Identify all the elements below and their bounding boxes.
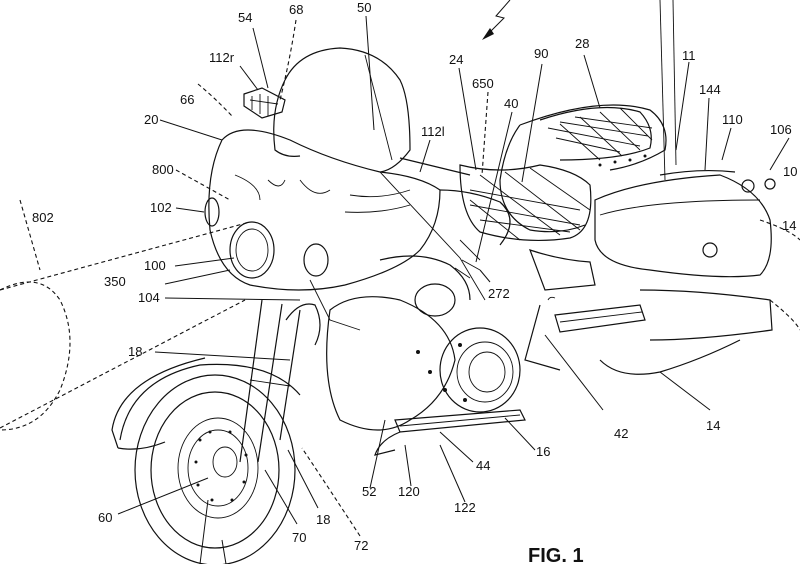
ref-24: 24: [449, 52, 463, 67]
ref-106: 106: [770, 122, 792, 137]
ref-16: 16: [536, 444, 550, 459]
ref-52: 52: [362, 484, 376, 499]
ref-112l: 112l: [421, 124, 445, 139]
ref-72: 72: [354, 538, 368, 553]
ref-42: 42: [614, 426, 628, 441]
ref-44: 44: [476, 458, 490, 473]
ref-112r: 112r: [209, 50, 235, 65]
ref-110: 110: [722, 112, 743, 127]
leader-lines: [117, 15, 790, 564]
frame-lines: [285, 0, 677, 346]
front-fork: [239, 299, 301, 463]
ref-40: 40: [504, 96, 518, 111]
ref-18-upper: 18: [128, 344, 142, 359]
ref-272: 272: [488, 286, 510, 301]
ref-68: 68: [289, 2, 303, 17]
saddlebag-and-rear: [524, 169, 800, 375]
reference-numerals: 54 68 50 112r 66 20 24 650 90 28 40 11 1…: [32, 0, 797, 553]
engine-and-tank: [309, 157, 526, 456]
ref-350: 350: [104, 274, 126, 289]
ref-650: 650: [472, 76, 494, 91]
ref-104: 104: [138, 290, 160, 305]
ref-122: 122: [454, 500, 476, 515]
ref-14-upper: 14: [782, 218, 796, 233]
ref-14-lower: 14: [706, 418, 720, 433]
ref-70: 70: [292, 530, 306, 545]
ref-66: 66: [180, 92, 194, 107]
ref-20: 20: [144, 112, 158, 127]
ref-800: 800: [152, 162, 174, 177]
ref-100: 100: [144, 258, 166, 273]
ref-10: 10: [783, 164, 797, 179]
ref-102: 102: [150, 200, 172, 215]
sensor-field-outline: [0, 199, 251, 431]
ref-11: 11: [682, 48, 696, 63]
ref-50: 50: [357, 0, 371, 15]
front-wheel: [111, 357, 301, 564]
ref-28: 28: [575, 36, 589, 51]
ref-60: 60: [98, 510, 112, 525]
ref-120: 120: [398, 484, 420, 499]
ref-90: 90: [534, 46, 548, 61]
ref-18-lower: 18: [316, 512, 330, 527]
ref-144: 144: [699, 82, 721, 97]
ref-54: 54: [238, 10, 252, 25]
seat: [459, 104, 667, 241]
front-fairing: [204, 47, 441, 291]
fairing-top-mirrors: [197, 83, 286, 119]
direction-arrow: [482, 0, 511, 40]
ref-802: 802: [32, 210, 54, 225]
figure-caption: FIG. 1: [528, 545, 584, 564]
